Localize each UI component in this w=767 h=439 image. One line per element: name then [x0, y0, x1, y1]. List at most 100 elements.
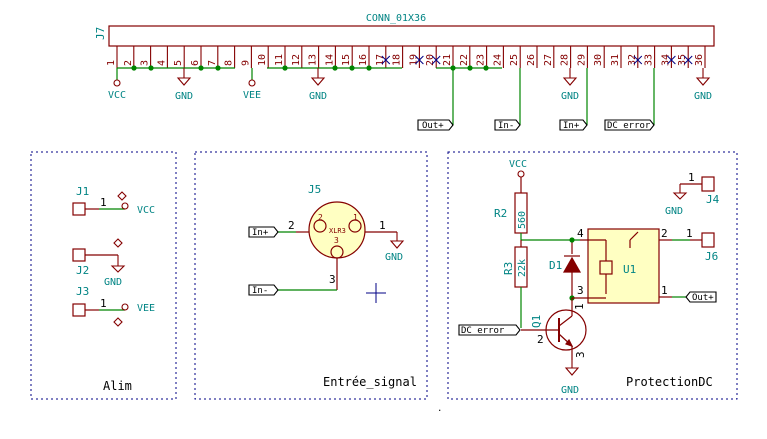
connector-value: CONN_01X36: [366, 13, 426, 24]
label-in-plus[interactable]: In+: [248, 226, 279, 238]
svg-text:22k: 22k: [517, 259, 528, 277]
svg-text:GND: GND: [665, 206, 683, 217]
svg-text:2: 2: [661, 227, 668, 240]
label-dc-error[interactable]: DC_error: [458, 324, 521, 336]
svg-text:1: 1: [686, 227, 693, 240]
connector-pin-number: 19: [408, 54, 419, 66]
label-out-plus[interactable]: Out+: [685, 291, 717, 303]
no-connect-flag: [633, 55, 643, 65]
connector-pin-number: 29: [576, 54, 587, 66]
svg-text:1: 1: [379, 219, 386, 232]
power-gnd-top-3: GND: [561, 68, 579, 102]
sheet-frame: [30, 151, 177, 400]
svg-text:DC_error: DC_error: [461, 326, 505, 336]
svg-text:Out+: Out+: [692, 293, 714, 303]
connector-pin-number: 17: [375, 54, 386, 66]
svg-text:2: 2: [537, 333, 544, 346]
svg-text:3: 3: [334, 236, 339, 245]
svg-text:1: 1: [688, 171, 695, 184]
svg-text:VCC: VCC: [137, 205, 155, 216]
svg-text:In-: In-: [252, 286, 268, 296]
svg-text:In+: In+: [252, 228, 269, 238]
label-out-plus-top[interactable]: Out+: [417, 119, 454, 131]
sheet-frame: [194, 151, 428, 400]
connector-pin-number: 22: [459, 54, 470, 66]
svg-text:XLR3: XLR3: [329, 227, 346, 235]
svg-text:J3: J3: [76, 285, 89, 298]
no-connect-flag: [667, 55, 676, 65]
connector-pin-number: 24: [492, 54, 503, 66]
svg-text:1: 1: [353, 213, 358, 222]
connector-ref: J7: [94, 27, 107, 40]
connector-pin-number: 1: [106, 60, 117, 66]
gnd-label: GND: [561, 91, 579, 102]
power-vcc-top: VCC: [108, 79, 126, 101]
sheet-protection-dc[interactable]: ProtectionDC VCC R2 560 R3 22k D1 U1: [447, 151, 738, 400]
svg-text:R3: R3: [502, 262, 515, 275]
no-connect-flag: [381, 55, 391, 65]
vcc-label: VCC: [108, 90, 126, 101]
svg-text:GND: GND: [104, 277, 122, 288]
connector-pin-number: 11: [274, 54, 285, 66]
connector-pin-number: 26: [526, 54, 537, 66]
connector-pin-number: 30: [593, 54, 604, 66]
connector-pin-number: 4: [156, 60, 167, 66]
sheet-entree-signal[interactable]: Entrée_signal J5 XLR3 2 1 3 2 1 3 GND In…: [194, 151, 428, 400]
svg-text:1: 1: [100, 297, 107, 310]
connector-pin-number: 27: [543, 54, 554, 66]
svg-text:J4: J4: [706, 193, 720, 206]
svg-text:3: 3: [577, 284, 584, 297]
connector-pin-number: 33: [644, 54, 655, 66]
sheet-title: ProtectionDC: [626, 375, 713, 389]
sheet-title: Entrée_signal: [323, 375, 417, 389]
svg-text:2: 2: [288, 219, 295, 232]
connector-body: [108, 25, 715, 47]
power-gnd-top-2: GND: [309, 68, 327, 102]
connector-pin-number: 36: [694, 54, 705, 66]
gnd-label: GND: [175, 91, 193, 102]
power-gnd-top-4: GND: [694, 68, 712, 102]
connector-wiring: [116, 65, 655, 126]
connector-pin-number: 34: [660, 54, 671, 66]
no-connect-flag: [431, 55, 441, 65]
svg-text:Q1: Q1: [530, 315, 543, 328]
svg-text:Out+: Out+: [422, 121, 444, 131]
connector-pin-number: 7: [207, 60, 218, 66]
connector-pin-number: 5: [173, 60, 184, 66]
connector-pin-number: 3: [140, 60, 151, 66]
stray-dot: .: [437, 404, 442, 414]
connector-pin-number: 10: [257, 54, 268, 66]
gnd-label: GND: [694, 91, 712, 102]
svg-text:J2: J2: [76, 264, 89, 277]
svg-text:In+: In+: [563, 121, 580, 131]
svg-text:2: 2: [318, 213, 323, 222]
connector-pin-number: 12: [291, 54, 302, 66]
sheet-alim[interactable]: Alim J1 1 VCC J2 GND J3 1 VEE: [30, 151, 177, 400]
no-connect-flag: [683, 55, 693, 65]
connector-pin-number: 2: [123, 60, 134, 66]
label-dc-error-top[interactable]: DC_error: [604, 119, 655, 131]
svg-text:U1: U1: [623, 263, 636, 276]
svg-text:3: 3: [574, 351, 587, 358]
connector-pin-number: 9: [240, 60, 251, 66]
label-in-plus-top[interactable]: In+: [559, 119, 588, 131]
svg-text:GND: GND: [561, 385, 579, 396]
power-vee-top: VEE: [243, 79, 261, 101]
connector-pin-number: 23: [476, 54, 487, 66]
sheet-frame: [447, 151, 738, 400]
svg-text:1: 1: [573, 303, 586, 310]
svg-text:DC_error: DC_error: [607, 121, 651, 131]
connector-pin-number: 18: [392, 54, 403, 66]
connector-pin-number: 28: [560, 54, 571, 66]
svg-text:1: 1: [661, 284, 668, 297]
label-in-minus[interactable]: In-: [248, 284, 279, 296]
svg-text:VCC: VCC: [509, 159, 527, 170]
connector-pin-number: 15: [341, 54, 352, 66]
svg-text:J1: J1: [76, 185, 89, 198]
label-in-minus-top[interactable]: In-: [494, 119, 521, 131]
svg-text:560: 560: [517, 211, 528, 229]
connector-pin-number: 20: [425, 54, 436, 66]
